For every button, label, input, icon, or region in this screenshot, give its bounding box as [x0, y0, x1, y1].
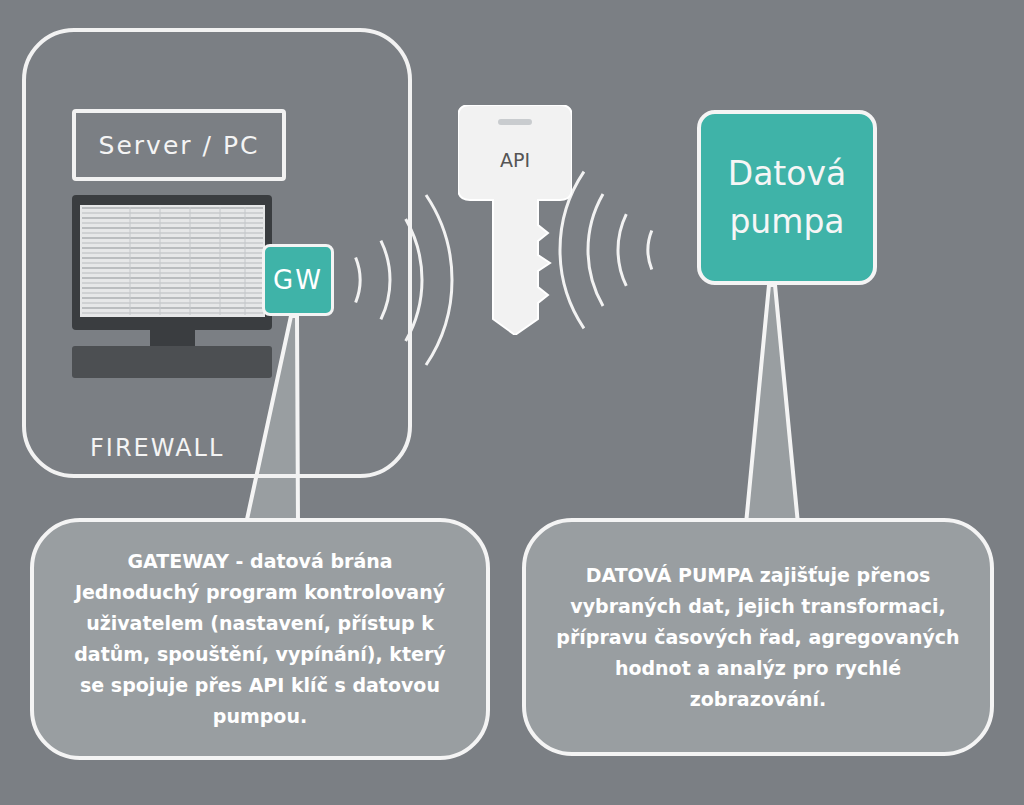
- data-pump-box: Datová pumpa: [697, 110, 877, 285]
- node-text: Jednoduchý program kontrolovaný uživatel…: [60, 577, 460, 732]
- gateway-box: GW: [262, 244, 334, 316]
- node-text: DATOVÁ PUMPA zajišťuje přenos vybraných …: [552, 560, 964, 715]
- key-shape: [458, 105, 572, 335]
- node-text: GW: [273, 265, 323, 295]
- node-text: FIREWALL: [90, 434, 408, 462]
- server-label-box: Server / PC: [72, 109, 286, 181]
- node-text: Datová pumpa: [717, 150, 857, 246]
- callout-tail: [746, 285, 798, 524]
- callout-bubble: GATEWAY - datová bránaJednoduchý program…: [30, 518, 490, 760]
- node-text: GATEWAY - datová brána: [127, 546, 392, 577]
- node-text: Server / PC: [99, 131, 260, 160]
- api-key: API: [458, 105, 572, 335]
- firewall-zone: FIREWALL Server / PC GW: [22, 28, 412, 478]
- callout-bubble: DATOVÁ PUMPA zajišťuje přenos vybraných …: [522, 518, 994, 756]
- node-text: API: [500, 149, 530, 171]
- callout-tail: [246, 316, 298, 524]
- monitor-icon: [72, 195, 272, 378]
